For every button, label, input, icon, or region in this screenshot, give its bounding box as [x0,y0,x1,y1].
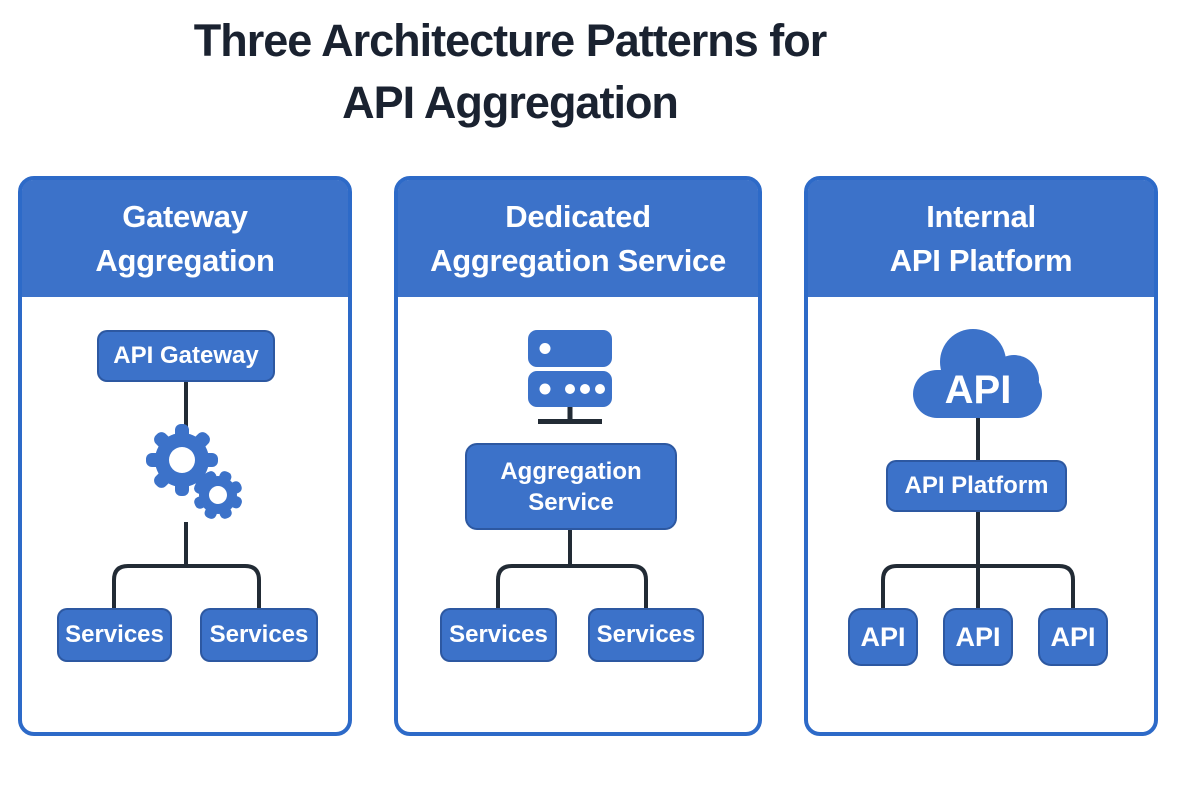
panel-header-line1: Gateway [122,198,248,234]
cloud-icon: API [913,329,1042,418]
aggregation-service-line2: Service [528,488,614,516]
api-gateway-node: API Gateway [97,330,275,382]
api-node: API [848,608,918,666]
panel-header-line1: Internal [926,198,1036,234]
panel-internal-api-platform: API Internal API Platform API Platform A… [804,176,1158,736]
page-title-line2: API Aggregation [342,77,679,128]
services-node: Services [200,608,318,662]
cloud-api-label: API [945,368,1012,412]
aggregation-service-node: Aggregation Service [465,443,677,530]
page-title: Three Architecture Patterns for API Aggr… [0,10,1020,134]
gateway-panel-connectors [112,382,261,608]
server-icon [528,330,612,424]
panel-header-line1: Dedicated [505,198,651,234]
panel-header-dedicated-aggregation-service: Dedicated Aggregation Service [398,180,758,297]
panel-header-line2: Aggregation Service [430,242,726,278]
page-title-line1: Three Architecture Patterns for [193,15,828,66]
connector-branch [496,564,648,608]
connector-branch [112,564,261,608]
api-node: API [943,608,1013,666]
api-platform-node: API Platform [886,460,1067,512]
panel-dedicated-aggregation-service: Dedicated Aggregation Service Aggregatio… [394,176,762,736]
panel-header-line2: API Platform [889,242,1073,278]
api-node: API [1038,608,1108,666]
gears-icon [146,424,242,519]
panel-header-gateway-aggregation: Gateway Aggregation [22,180,348,297]
dedicated-panel-connectors [496,330,648,608]
services-node: Services [440,608,557,662]
services-node: Services [57,608,172,662]
internal-panel-connectors: API [881,329,1075,608]
aggregation-service-line1: Aggregation [500,457,642,485]
panel-header-internal-api-platform: Internal API Platform [808,180,1154,297]
panel-header-line2: Aggregation [95,242,275,278]
connector-branch [881,564,1075,608]
services-node: Services [588,608,704,662]
panel-gateway-aggregation: Gateway Aggregation API Gateway Services… [18,176,352,736]
